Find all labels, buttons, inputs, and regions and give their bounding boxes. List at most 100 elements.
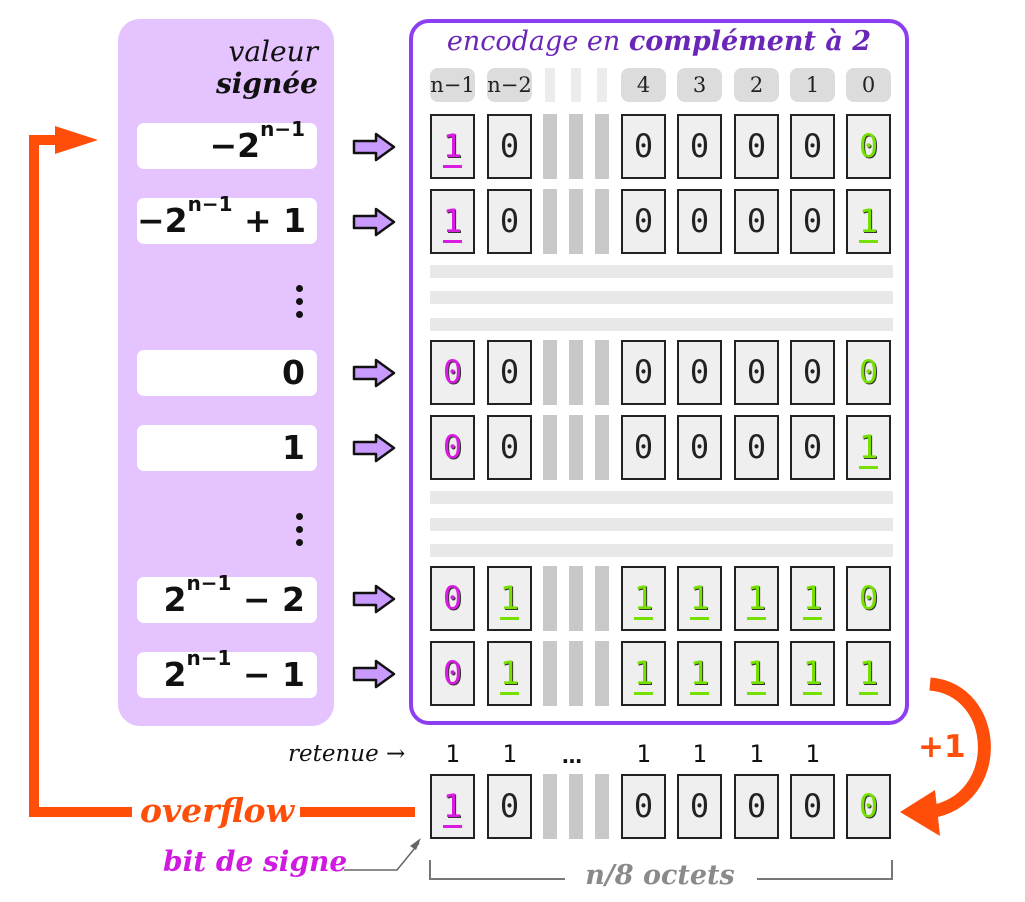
bit-cell: 0 [621, 415, 666, 480]
sign-bit-cell: 0 [430, 340, 475, 405]
bit-index-header: 2 [734, 68, 779, 102]
bit-value: 1 [499, 654, 520, 695]
value-zero: 0 [137, 350, 317, 396]
sign-bit-cell: 0 [430, 641, 475, 706]
bit-cell: 0 [846, 774, 891, 839]
bit-gap [569, 114, 583, 179]
bit-gap [595, 415, 609, 480]
bit-cell: 0 [790, 114, 835, 179]
bit-value: 0 [689, 353, 710, 391]
bit-cell: 0 [621, 340, 666, 405]
bit-cell: 1 [790, 566, 835, 631]
bit-cell: 0 [790, 415, 835, 480]
ellipsis-separator [430, 265, 893, 278]
plus-one-arrowhead [900, 790, 940, 836]
bit-value: 0 [442, 579, 463, 617]
bit-index-header: n−2 [487, 68, 532, 102]
bit-cell: 0 [487, 415, 532, 480]
bit-cell: 1 [846, 415, 891, 480]
bit-cell: 0 [677, 114, 722, 179]
bit-value: 1 [633, 654, 654, 695]
plus-one-arc [928, 677, 991, 819]
vertical-ellipsis [296, 285, 308, 324]
ellipsis-separator [430, 318, 893, 331]
bit-index-header: n−1 [430, 68, 475, 102]
bit-gap [595, 566, 609, 631]
sign-bit-cell: 0 [430, 566, 475, 631]
bit-value: 0 [442, 428, 463, 466]
overflow-arrowhead [55, 126, 98, 154]
bit-gap [595, 340, 609, 405]
bit-value: 0 [746, 353, 767, 391]
bit-value: 1 [689, 654, 710, 695]
bit-value: 0 [499, 787, 520, 825]
bit-cell: 1 [846, 641, 891, 706]
bit-value: 0 [633, 787, 654, 825]
bit-cell: 0 [487, 774, 532, 839]
bit-cell: 0 [621, 774, 666, 839]
bit-cell: 0 [734, 774, 779, 839]
bit-value: 1 [499, 579, 520, 620]
ellipsis-separator [430, 491, 893, 504]
bit-gap [569, 415, 583, 480]
carry-digit: 1 [749, 740, 764, 768]
twos-complement-title: encodage en complément à 2 [446, 26, 872, 57]
bit-cell: 0 [846, 114, 891, 179]
bit-value: 1 [746, 654, 767, 695]
bit-gap [595, 641, 609, 706]
ellipsis-separator [430, 518, 893, 531]
bit-value: 0 [858, 579, 879, 617]
bit-index-gap [545, 68, 555, 102]
bit-value: 1 [802, 654, 823, 695]
bit-cell: 0 [487, 340, 532, 405]
sign-bit-cell: 1 [430, 189, 475, 254]
bit-gap [569, 641, 583, 706]
bit-cell: 1 [790, 641, 835, 706]
bit-value: 0 [802, 202, 823, 240]
bit-value: 0 [802, 787, 823, 825]
bit-value: 0 [442, 654, 463, 692]
bit-cell: 0 [734, 415, 779, 480]
bit-value: 1 [746, 579, 767, 620]
carry-digit: 1 [692, 740, 707, 768]
bit-value: 0 [442, 353, 463, 391]
bit-value: 0 [689, 428, 710, 466]
bit-cell: 0 [487, 114, 532, 179]
bit-gap [543, 566, 557, 631]
bit-cell: 0 [790, 774, 835, 839]
bit-index-header: 4 [621, 68, 666, 102]
bit-value: 0 [858, 127, 879, 165]
overflow-label: overflow [140, 791, 294, 830]
carry-label: retenue → [288, 741, 406, 767]
bit-cell: 0 [677, 774, 722, 839]
sign-bit-cell: 0 [430, 415, 475, 480]
bit-cell: 1 [487, 566, 532, 631]
octets-bracket [429, 860, 565, 880]
bit-cell: 0 [621, 189, 666, 254]
bit-value: 0 [689, 202, 710, 240]
bit-index-header: 1 [790, 68, 835, 102]
maps-to-arrow-icon [352, 207, 396, 237]
bit-value: 0 [802, 353, 823, 391]
sign-bit-cell: 1 [430, 774, 475, 839]
bit-cell: 0 [734, 114, 779, 179]
bit-gap [595, 774, 609, 839]
bit-cell: 0 [677, 189, 722, 254]
bit-gap [595, 114, 609, 179]
carry-digit: 1 [805, 740, 820, 768]
bit-value: 1 [442, 202, 463, 243]
bit-value: 0 [633, 202, 654, 240]
bit-cell: 1 [677, 566, 722, 631]
bit-value: 1 [633, 579, 654, 620]
value-one: 1 [137, 425, 317, 471]
bytes-label: n/8 octets [570, 856, 750, 896]
bit-cell: 1 [621, 641, 666, 706]
bit-value: 1 [442, 127, 463, 168]
vertical-ellipsis [296, 513, 308, 552]
bit-value: 0 [746, 787, 767, 825]
carry-ellipsis: … [562, 744, 582, 768]
bit-gap [569, 189, 583, 254]
bit-value: 0 [499, 428, 520, 466]
bit-gap [569, 340, 583, 405]
signed-value-header-line2: signée [216, 67, 318, 100]
